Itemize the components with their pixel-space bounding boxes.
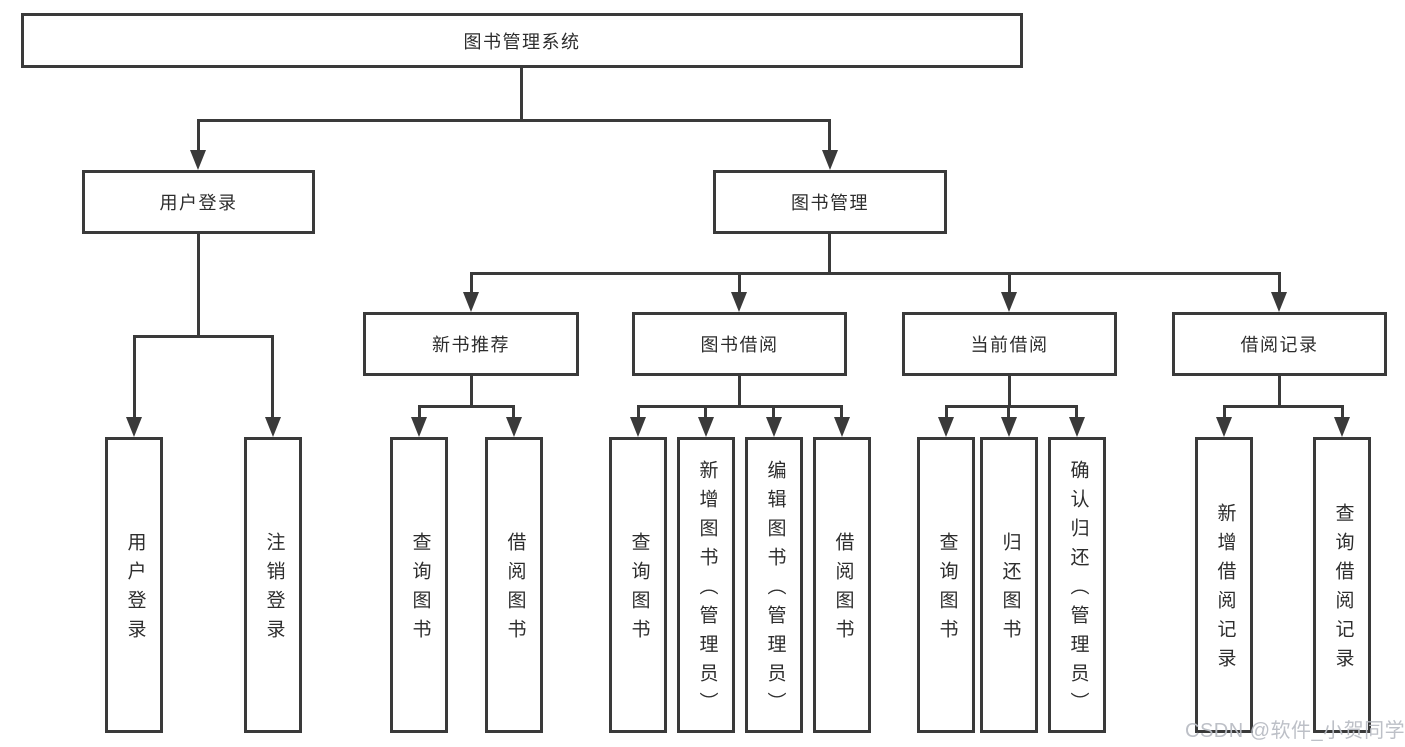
leaf-query-books-borrow-label: 查询图书 [628,532,650,648]
node-book-borrow: 图书借阅 [632,312,847,376]
leaf-return-books: 归还图书 [980,437,1038,733]
connector-drop-query-record [1341,405,1344,419]
node-user-login-label: 用户登录 [159,193,238,213]
connector-drop-book-borrow [738,272,741,296]
leaf-query-books-recommend: 查询图书 [390,437,448,733]
leaf-user-login-label: 用户登录 [124,532,146,648]
connector-drop-user-login [197,119,200,154]
leaf-borrow-books-recommend-label: 借阅图书 [504,532,526,648]
connector-borrow-records-bar [1223,405,1343,408]
connector-drop-borrow-records [1278,272,1281,296]
connector-user-login-stem [197,234,200,335]
leaf-edit-books-admin-label: 编辑图书（管理员） [764,459,786,721]
leaf-confirm-return-admin: 确认归还（管理员） [1048,437,1106,733]
arrowhead-borrow-records [1271,292,1287,312]
connector-drop-add-record [1223,405,1226,419]
connector-drop-borrow-recommend [512,405,515,419]
connector-drop-new-book-recommend [470,272,473,296]
node-new-book-recommend-label: 新书推荐 [432,335,510,355]
leaf-query-borrow-record: 查询借阅记录 [1313,437,1371,733]
csdn-watermark: CSDN @软件_小贺同学 [1185,720,1405,742]
connector-drop-edit-books [772,405,775,419]
node-borrow-records-label: 借阅记录 [1240,335,1319,355]
leaf-query-books-current-label: 查询图书 [936,532,958,648]
arrowhead-leaf-user-login [126,417,142,437]
connector-book-borrow-bar [637,405,843,408]
leaf-logout-label: 注销登录 [263,532,285,648]
connector-new-book-recommend-bar [418,405,515,408]
arrowhead-borrow-books [834,417,850,437]
connector-drop-query-recommend [418,405,421,419]
arrowhead-leaf-logout [265,417,281,437]
leaf-add-borrow-record-label: 新增借阅记录 [1214,503,1236,677]
arrowhead-return-books [1001,417,1017,437]
arrowhead-user-login [190,150,206,170]
node-current-borrow-label: 当前借阅 [970,335,1049,355]
arrowhead-new-book-recommend [463,292,479,312]
arrowhead-add-books [698,417,714,437]
connector-root-stem [520,68,523,119]
leaf-user-login: 用户登录 [105,437,163,733]
leaf-return-books-label: 归还图书 [999,532,1021,648]
leaf-borrow-books-label: 借阅图书 [832,532,854,648]
connector-drop-leaf-logout [271,335,274,419]
connector-current-borrow-stem [1008,376,1011,405]
connector-book-management-stem [828,234,831,272]
node-book-management-label: 图书管理 [791,193,869,213]
arrowhead-borrow-recommend [506,417,522,437]
connector-drop-query-current [945,405,948,419]
arrowhead-query-current [938,417,954,437]
leaf-borrow-books: 借阅图书 [813,437,871,733]
leaf-query-books-current: 查询图书 [917,437,975,733]
node-borrow-records: 借阅记录 [1172,312,1387,376]
connector-borrow-records-stem [1278,376,1281,405]
arrowhead-book-management [822,150,838,170]
connector-new-book-recommend-stem [470,376,473,405]
leaf-add-books-admin-label: 新增图书（管理员） [696,459,718,721]
leaf-borrow-books-recommend: 借阅图书 [485,437,543,733]
arrowhead-confirm-return [1069,417,1085,437]
connector-drop-add-books [704,405,707,419]
node-book-borrow-label: 图书借阅 [700,335,779,355]
arrowhead-edit-books [766,417,782,437]
connector-drop-leaf-user-login [133,335,136,419]
node-current-borrow: 当前借阅 [902,312,1117,376]
connector-drop-book-management [828,119,831,154]
connector-current-borrow-bar [945,405,1078,408]
node-new-book-recommend: 新书推荐 [363,312,579,376]
leaf-confirm-return-admin-label: 确认归还（管理员） [1067,459,1089,721]
arrowhead-query-borrow [630,417,646,437]
arrowhead-add-record [1216,417,1232,437]
node-user-login: 用户登录 [82,170,315,234]
connector-level3-bar [470,272,1281,275]
arrowhead-query-recommend [411,417,427,437]
leaf-query-books-recommend-label: 查询图书 [409,532,431,648]
connector-user-login-bar [133,335,273,338]
connector-drop-borrow-books [840,405,843,419]
connector-drop-return-books [1007,405,1010,419]
leaf-edit-books-admin: 编辑图书（管理员） [745,437,803,733]
arrowhead-query-record [1334,417,1350,437]
connector-book-borrow-stem [738,376,741,405]
connector-drop-confirm-return [1075,405,1078,419]
connector-drop-current-borrow [1008,272,1011,296]
arrowhead-current-borrow [1001,292,1017,312]
leaf-query-books-borrow: 查询图书 [609,437,667,733]
node-root: 图书管理系统 [21,13,1023,68]
connector-root-bar [197,119,831,122]
leaf-add-books-admin: 新增图书（管理员） [677,437,735,733]
leaf-query-borrow-record-label: 查询借阅记录 [1332,503,1354,677]
arrowhead-book-borrow [731,292,747,312]
connector-drop-query-borrow [637,405,640,419]
node-root-label: 图书管理系统 [463,31,581,52]
leaf-add-borrow-record: 新增借阅记录 [1195,437,1253,733]
node-book-management: 图书管理 [713,170,947,234]
leaf-logout: 注销登录 [244,437,302,733]
